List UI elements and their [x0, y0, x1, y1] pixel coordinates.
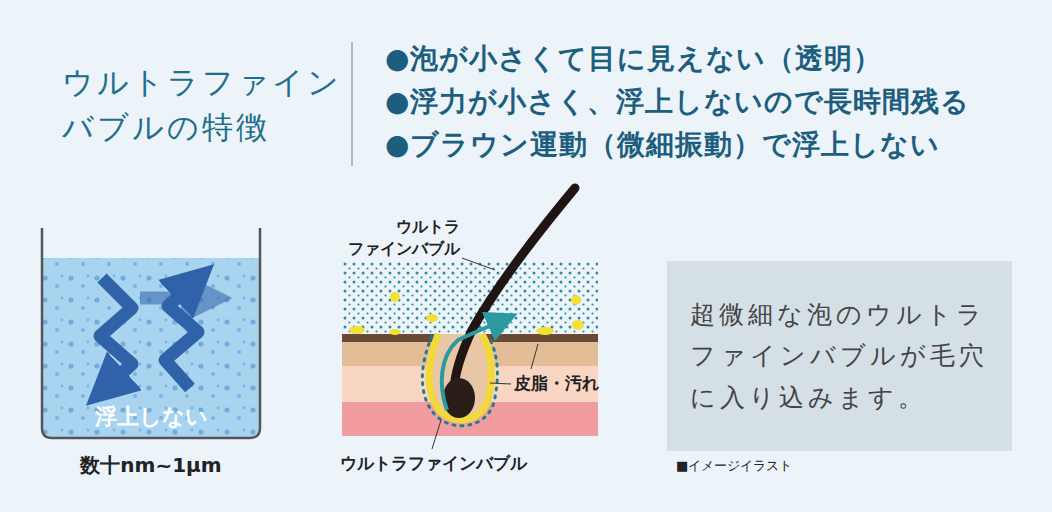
feature-bullet: ●泡が小さくて目に見えない（透明）: [385, 40, 882, 78]
feature-bullet: ●ブラウン運動（微細振動）で浮上しない: [385, 126, 940, 164]
beaker-label: 浮上しない: [40, 402, 262, 432]
hair: [454, 188, 575, 400]
feature-bullet: ●浮力が小さく、浮上しないので長時間残る: [385, 83, 970, 121]
note-box: 超微細な泡のウルトラファインバブルが毛穴に入り込みます。: [667, 261, 1012, 451]
hair-bulb: [443, 378, 475, 418]
skin-illustration: [342, 188, 598, 449]
note-text: 超微細な泡のウルトラファインバブルが毛穴に入り込みます。: [690, 294, 990, 418]
beaker: 浮上しない: [40, 228, 262, 440]
sebum-blobs: [349, 292, 584, 335]
note-label: ■イメージイラスト: [676, 457, 792, 475]
flow-arrow: [442, 320, 503, 410]
bubble-dots: [342, 262, 598, 334]
divider-line: [351, 42, 353, 166]
part-label: 皮脂・汚れ: [514, 372, 599, 395]
leader-lines: [432, 258, 538, 449]
part-label: ウルトラ ファインバブル: [330, 216, 460, 259]
size-label: 数十nm~1μm: [40, 452, 262, 479]
part-label: ウルトラファインバブル: [340, 452, 527, 475]
title: ウルトラファイン バブルの特徴: [62, 60, 347, 150]
